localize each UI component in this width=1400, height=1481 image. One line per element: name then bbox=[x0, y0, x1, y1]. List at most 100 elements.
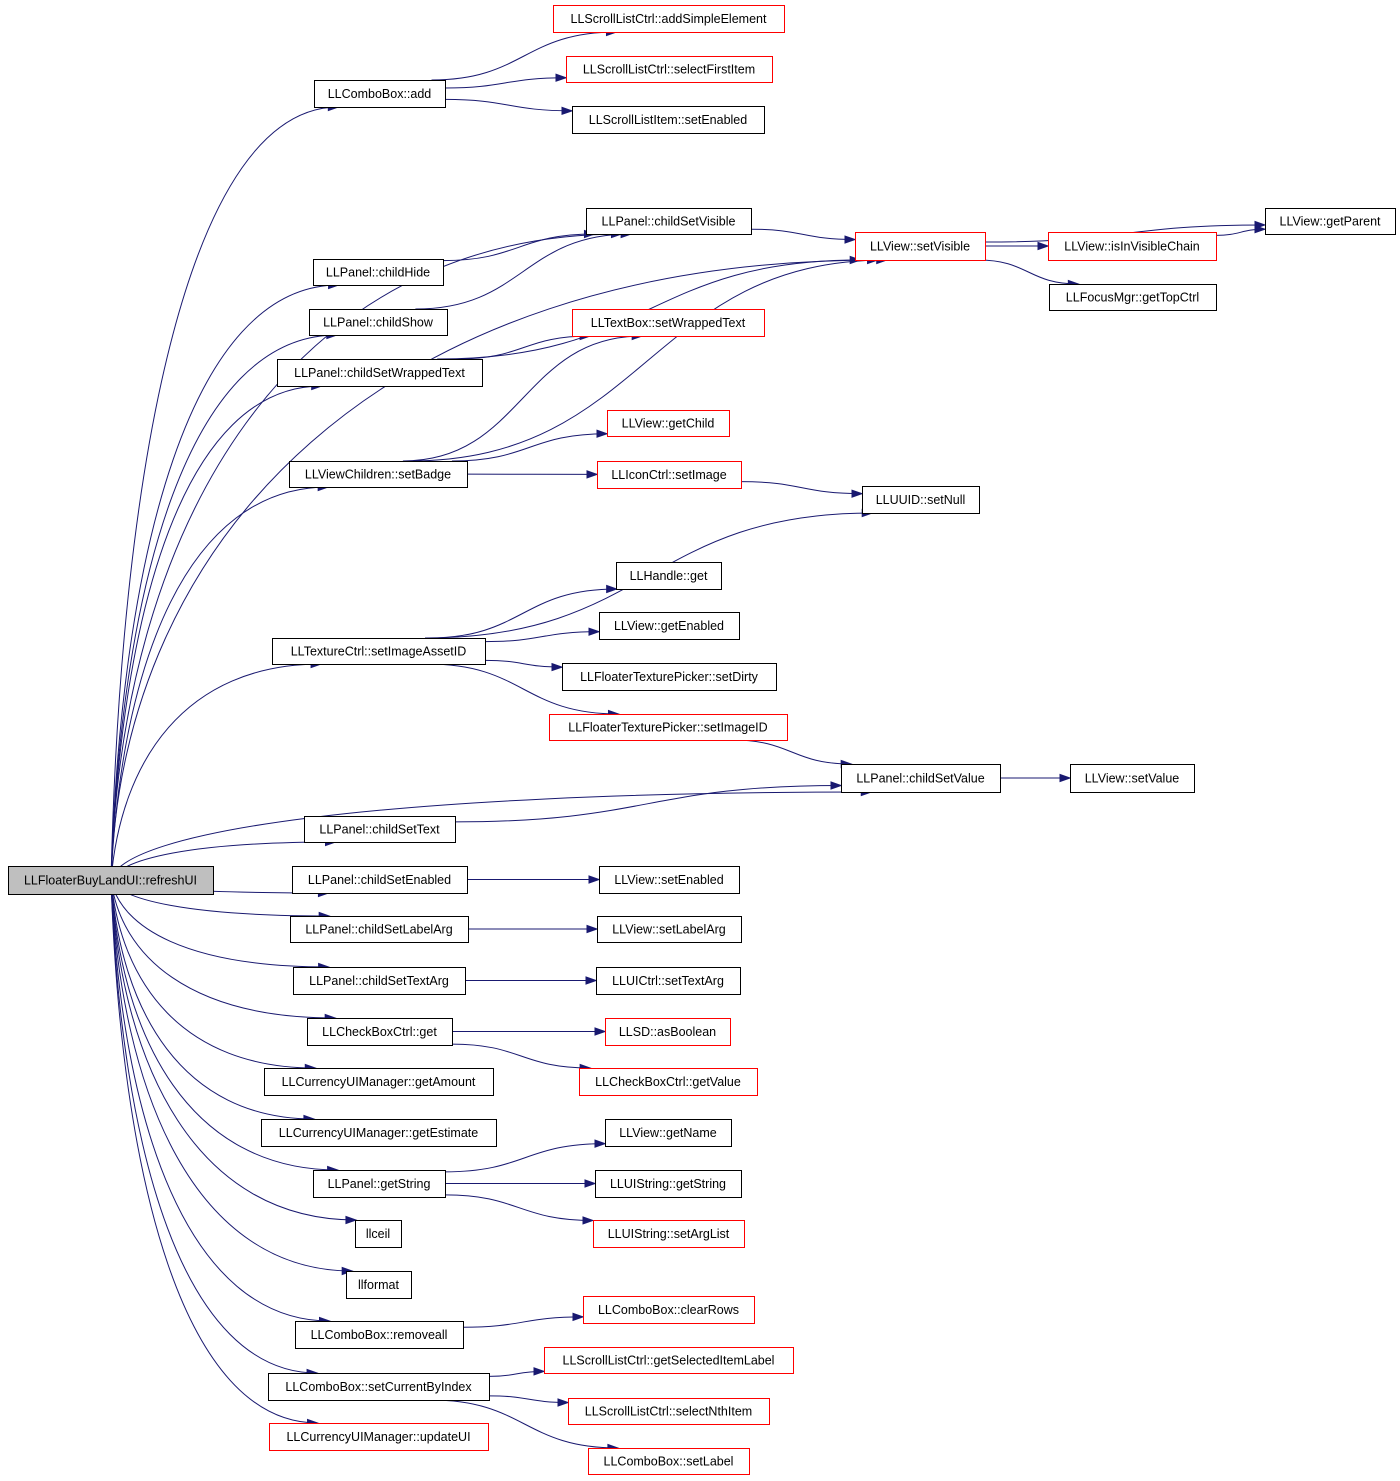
node-llfocusmgr-gettopctrl[interactable]: LLFocusMgr::getTopCtrl bbox=[1049, 284, 1217, 311]
edge-n20-to-n22 bbox=[428, 663, 619, 715]
node-label: LLFloaterTexturePicker::setImageID bbox=[568, 721, 767, 735]
node-label: LLScrollListCtrl::selectFirstItem bbox=[583, 63, 755, 77]
node-llscrolllistctrl-getselecteditemlabel[interactable]: LLScrollListCtrl::getSelectedItemLabel bbox=[544, 1347, 794, 1374]
node-llview-setvalue[interactable]: LLView::setValue bbox=[1070, 764, 1195, 793]
node-llcheckboxctrl-get[interactable]: LLCheckBoxCtrl::get bbox=[307, 1018, 453, 1046]
arrowhead-n46-to-n47 bbox=[557, 1398, 570, 1407]
node-llcombobox-setlabel[interactable]: LLComboBox::setLabel bbox=[588, 1448, 750, 1475]
node-box bbox=[307, 1018, 453, 1046]
arrowhead-n7-to-n8 bbox=[1254, 225, 1267, 234]
node-label: LLPanel::childSetEnabled bbox=[308, 873, 451, 887]
node-llcurrencyuimanager-getamount[interactable]: LLCurrencyUIManager::getAmount bbox=[264, 1068, 494, 1096]
node-llview-setlabelarg[interactable]: LLView::setLabelArg bbox=[597, 916, 742, 943]
edge-root-to-n15 bbox=[110, 486, 329, 881]
node-llpanel-childhide[interactable]: LLPanel::childHide bbox=[313, 259, 444, 286]
node-llpanel-childsetvalue[interactable]: LLPanel::childSetValue bbox=[841, 764, 1001, 793]
node-box bbox=[295, 1321, 464, 1349]
node-llview-getenabled[interactable]: LLView::getEnabled bbox=[599, 612, 740, 640]
root-node-llfloaterbuylandui-refreshui[interactable]: LLFloaterBuyLandUI::refreshUI bbox=[8, 866, 214, 895]
node-label: LLComboBox::add bbox=[328, 87, 432, 101]
node-lliconctrl-setimage[interactable]: LLIconCtrl::setImage bbox=[597, 461, 742, 489]
node-lluistring-getstring[interactable]: LLUIString::getString bbox=[595, 1170, 742, 1198]
arrowhead-n23-to-n24 bbox=[1059, 773, 1072, 783]
node-box bbox=[862, 486, 980, 514]
node-label: LLIconCtrl::setImage bbox=[611, 468, 726, 482]
arrowhead-n32-to-n33 bbox=[594, 1027, 607, 1036]
node-label: LLComboBox::setLabel bbox=[604, 1455, 734, 1469]
arrowhead-n5-to-n6 bbox=[844, 235, 857, 244]
node-box bbox=[566, 56, 773, 83]
node-llview-getchild[interactable]: LLView::getChild bbox=[607, 410, 730, 437]
arrowhead-n1-to-n4 bbox=[561, 106, 574, 116]
node-llcombobox-clearrows[interactable]: LLComboBox::clearRows bbox=[583, 1296, 755, 1324]
node-llviewchildren-setbadge[interactable]: LLViewChildren::setBadge bbox=[289, 461, 468, 488]
node-llsd-asboolean[interactable]: LLSD::asBoolean bbox=[605, 1018, 731, 1046]
node-llpanel-childshow[interactable]: LLPanel::childShow bbox=[309, 309, 448, 336]
node-box bbox=[605, 1018, 731, 1046]
edge-root-to-n36 bbox=[110, 879, 314, 1120]
node-llcheckboxctrl-getvalue[interactable]: LLCheckBoxCtrl::getValue bbox=[579, 1068, 758, 1096]
node-box bbox=[588, 1448, 750, 1475]
node-lluictrl-settextarg[interactable]: LLUICtrl::setTextArg bbox=[596, 967, 741, 995]
node-box bbox=[292, 866, 468, 894]
node-llfloatertexturepicker-setimageid[interactable]: LLFloaterTexturePicker::setImageID bbox=[549, 714, 788, 741]
arrowhead-n1-to-n3 bbox=[555, 73, 568, 82]
arrowhead-n38-to-n37 bbox=[594, 1139, 607, 1148]
node-llpanel-childsetenabled[interactable]: LLPanel::childSetEnabled bbox=[292, 866, 468, 894]
edge-n6-to-n9 bbox=[978, 259, 1079, 285]
node-label: LLPanel::childSetLabelArg bbox=[305, 923, 452, 937]
node-box bbox=[313, 1170, 446, 1198]
node-llcurrencyuimanager-updateui[interactable]: LLCurrencyUIManager::updateUI bbox=[269, 1423, 489, 1451]
node-box bbox=[572, 106, 765, 134]
node-box bbox=[599, 866, 740, 894]
node-label: LLCurrencyUIManager::getEstimate bbox=[279, 1126, 478, 1140]
node-llpanel-getstring[interactable]: LLPanel::getString bbox=[313, 1170, 446, 1198]
node-lltextbox-setwrappedtext[interactable]: LLTextBox::setWrappedText bbox=[572, 309, 765, 337]
node-llhandle-get[interactable]: LLHandle::get bbox=[616, 562, 722, 590]
node-label: LLCurrencyUIManager::getAmount bbox=[282, 1075, 476, 1089]
node-llpanel-childsetwrappedtext[interactable]: LLPanel::childSetWrappedText bbox=[277, 359, 483, 387]
node-box bbox=[313, 259, 444, 286]
arrowhead-n15-to-n16 bbox=[586, 470, 599, 479]
node-llcombobox-setcurrentbyindex[interactable]: LLComboBox::setCurrentByIndex bbox=[268, 1373, 490, 1401]
node-llview-setenabled[interactable]: LLView::setEnabled bbox=[599, 866, 740, 894]
node-llceil[interactable]: llceil bbox=[355, 1220, 402, 1248]
edge-n38-to-n37 bbox=[444, 1143, 606, 1173]
node-llcombobox-add[interactable]: LLComboBox::add bbox=[314, 80, 446, 108]
node-label: LLCheckBoxCtrl::getValue bbox=[595, 1075, 741, 1089]
arrowhead-n28-to-n29 bbox=[586, 924, 599, 934]
node-llscrolllistctrl-addsimpleelement[interactable]: LLScrollListCtrl::addSimpleElement bbox=[553, 5, 785, 33]
node-llfloatertexturepicker-setdirty[interactable]: LLFloaterTexturePicker::setDirty bbox=[562, 663, 777, 691]
node-box bbox=[599, 612, 740, 640]
node-llpanel-childsettext[interactable]: LLPanel::childSetText bbox=[304, 816, 456, 843]
edge-n46-to-n49 bbox=[431, 1399, 618, 1449]
node-llview-getname[interactable]: LLView::getName bbox=[605, 1119, 732, 1147]
node-llscrolllistitem-setenabled[interactable]: LLScrollListItem::setEnabled bbox=[572, 106, 765, 134]
node-lltexturectrl-setimageassetid[interactable]: LLTextureCtrl::setImageAssetID bbox=[272, 638, 486, 665]
node-llview-getparent[interactable]: LLView::getParent bbox=[1265, 208, 1396, 235]
node-box bbox=[261, 1119, 497, 1147]
node-llcurrencyuimanager-getestimate[interactable]: LLCurrencyUIManager::getEstimate bbox=[261, 1119, 497, 1147]
node-llpanel-childsettextarg[interactable]: LLPanel::childSetTextArg bbox=[293, 967, 466, 995]
node-label: LLView::isInVisibleChain bbox=[1064, 240, 1200, 254]
node-lluistring-setarglist[interactable]: LLUIString::setArgList bbox=[593, 1220, 745, 1248]
node-box bbox=[272, 638, 486, 665]
arrowhead-root-to-n40 bbox=[345, 1215, 358, 1225]
node-llpanel-childsetlabelarg[interactable]: LLPanel::childSetLabelArg bbox=[290, 916, 469, 943]
node-llview-setvisible[interactable]: LLView::setVisible bbox=[855, 232, 986, 261]
edge-n25-to-n23 bbox=[454, 784, 842, 823]
node-label: LLUIString::getString bbox=[610, 1177, 726, 1191]
node-llformat[interactable]: llformat bbox=[346, 1271, 412, 1299]
node-box bbox=[568, 1398, 770, 1425]
node-box bbox=[8, 866, 214, 895]
node-llcombobox-removeall[interactable]: LLComboBox::removeall bbox=[295, 1321, 464, 1349]
node-llview-isinvisiblechain[interactable]: LLView::isInVisibleChain bbox=[1048, 232, 1217, 261]
arrowhead-n30-to-n31 bbox=[585, 976, 598, 985]
node-llscrolllistctrl-selectfirstitem[interactable]: LLScrollListCtrl::selectFirstItem bbox=[566, 56, 773, 83]
node-llpanel-childsetvisible[interactable]: LLPanel::childSetVisible bbox=[586, 208, 752, 235]
node-llscrolllistctrl-selectnthitem[interactable]: LLScrollListCtrl::selectNthItem bbox=[568, 1398, 770, 1425]
node-box bbox=[314, 80, 446, 108]
node-lluuid-setnull[interactable]: LLUUID::setNull bbox=[862, 486, 980, 514]
node-label: LLPanel::childSetWrappedText bbox=[294, 366, 465, 380]
